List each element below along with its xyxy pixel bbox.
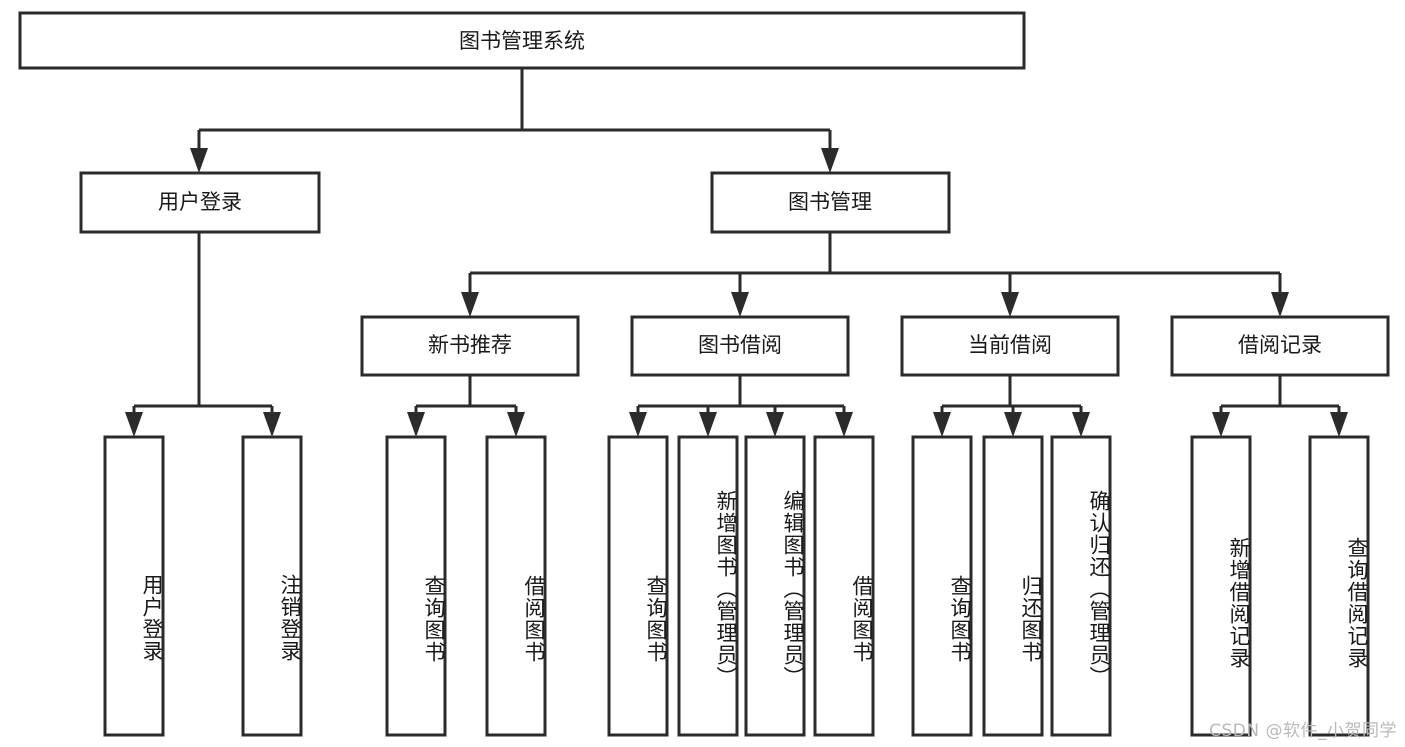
node-box-book-borrow[interactable] [630,315,850,377]
node-label-root: 图书管理系统 [459,29,585,53]
connectors-layer [125,68,1348,437]
arrow-head-leaf-query-book-1 [407,412,425,437]
arrow-head-book-borrow [731,292,749,317]
node-label-book-borrow: 图书借阅 [698,333,782,357]
arrow-head-leaf-confirm-return [1072,412,1090,437]
node-box-leaf-borrow-book-2[interactable] [813,435,875,737]
node-box-leaf-add-book[interactable] [677,435,739,737]
node-label-borrow-record: 借阅记录 [1238,333,1322,357]
node-box-leaf-query-record[interactable] [1308,435,1370,737]
csdn-watermark: CSDN @软件_小贺同学 [1209,721,1397,741]
arrow-head-leaf-borrow-book-1 [507,412,525,437]
node-box-leaf-query-book-1[interactable] [385,435,447,737]
node-box-book-manage[interactable] [710,171,951,234]
node-box-root[interactable] [18,11,1026,70]
arrow-head-leaf-query-book-2 [629,412,647,437]
arrow-head-new-book-rec [461,292,479,317]
arrow-head-leaf-add-book [699,412,717,437]
node-label-current-borrow: 当前借阅 [968,333,1052,357]
node-box-user-login[interactable] [79,171,321,234]
arrow-head-leaf-user-login [125,412,143,437]
node-box-leaf-query-book-3[interactable] [911,435,973,737]
arrow-head-leaf-borrow-book-2 [835,412,853,437]
node-box-leaf-logout[interactable] [241,435,303,737]
node-box-leaf-add-record[interactable] [1190,435,1252,737]
node-box-current-borrow[interactable] [900,315,1120,377]
node-box-leaf-confirm-return[interactable] [1050,435,1112,737]
arrow-head-leaf-logout [263,412,281,437]
arrow-head-leaf-edit-book [766,412,784,437]
node-box-leaf-query-book-2[interactable] [607,435,669,737]
arrow-head-book-manage [821,148,839,173]
arrow-head-leaf-return-book [1004,412,1022,437]
arrow-head-leaf-add-record [1212,412,1230,437]
nodes-layer: 图书管理系统 用户登录 图书管理 新书推荐 图书借阅 当前借阅 借阅记录 [18,11,1390,737]
arrow-head-borrow-record [1271,292,1289,317]
arrow-head-leaf-query-record [1330,412,1348,437]
node-label-new-book-rec: 新书推荐 [428,333,512,357]
node-box-borrow-record[interactable] [1170,315,1390,377]
node-label-user-login: 用户登录 [158,190,242,214]
node-box-new-book-rec[interactable] [360,315,580,377]
node-label-book-manage: 图书管理 [788,190,872,214]
arrow-head-user-login [190,148,208,173]
node-box-leaf-user-login[interactable] [103,435,165,737]
arrow-head-leaf-query-book-3 [933,412,951,437]
node-box-leaf-borrow-book-1[interactable] [485,435,547,737]
arrow-head-current-borrow [1001,292,1019,317]
node-box-leaf-edit-book[interactable] [744,435,806,737]
node-box-leaf-return-book[interactable] [982,435,1044,737]
